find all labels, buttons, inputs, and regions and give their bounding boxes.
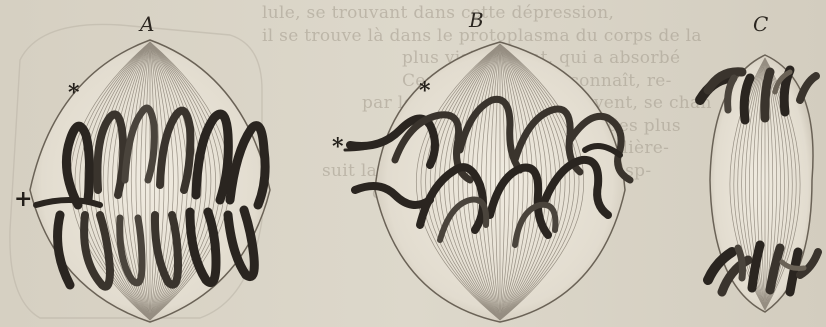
figure-label-c: C	[753, 12, 768, 36]
plus-mark-a: +	[14, 188, 32, 210]
asterisk-mark-b: *	[419, 80, 431, 102]
figure-label-b: B	[469, 8, 484, 32]
asterisk-mark-b-side: *	[332, 136, 344, 158]
asterisk-mark-a: *	[68, 82, 80, 104]
figure-label-a: A	[140, 12, 154, 36]
